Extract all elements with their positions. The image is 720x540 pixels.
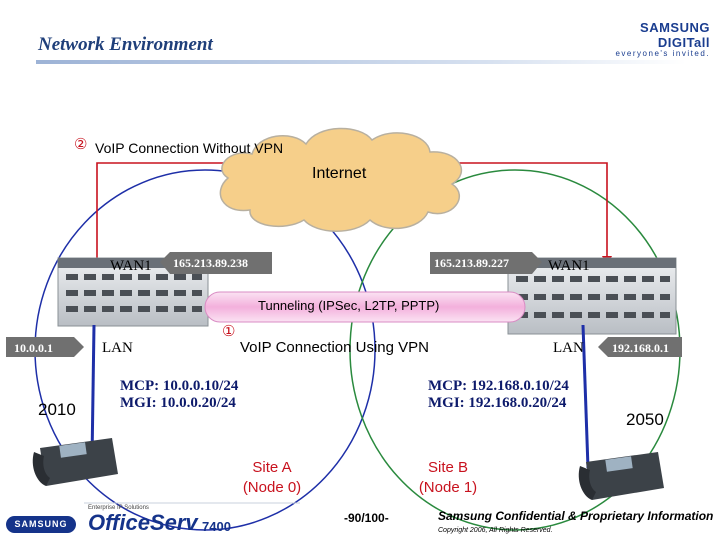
site-a-cable: [90, 324, 96, 461]
site-b-cable: [581, 324, 590, 469]
site-a-mcp: MCP: 10.0.0.10/24: [120, 378, 239, 394]
site-a-lan-ip: 10.0.0.1: [14, 341, 53, 355]
site-a-wan-ip-tag: [160, 252, 272, 274]
site-b-wan-label: WAN1: [548, 258, 590, 274]
product-tagline: Enterprise IP Solutions: [88, 505, 149, 511]
vpn-tunnel: [204, 291, 526, 323]
site-a-addresses: MCP: 10.0.0.10/24 MGI: 10.0.0.20/24: [120, 378, 238, 412]
site-a-lan-ip-tag: [6, 337, 84, 357]
page-number: -90/100-: [344, 511, 389, 525]
page-title: Network Environment: [38, 34, 213, 55]
site-b-addresses: MCP: 192.168.0.10/24 MGI: 192.168.0.20/2…: [428, 378, 569, 412]
site-b-name: Site B: [427, 459, 469, 476]
site-b-wan-ip: 165.213.89.227: [434, 256, 509, 270]
site-b-wan-ip-tag: [430, 252, 542, 274]
title-underline: [36, 60, 686, 64]
internet-label: Internet: [312, 165, 367, 182]
copyright: Copyright 2006, All Rights Reserved.: [438, 527, 553, 534]
product-name: OfficeServ: [88, 510, 198, 535]
vpn-off-marker: ②: [74, 136, 88, 153]
vpn-on-marker: ①: [222, 323, 236, 340]
vpn-on-label: VoIP Connection Using VPN: [240, 339, 430, 356]
site-a-extension: 2010: [38, 400, 76, 419]
site-a-wan-label: WAN1: [110, 258, 152, 274]
site-b-mgi: MGI: 192.168.0.20/24: [428, 395, 567, 411]
samsung-badge: SAMSUNG: [6, 516, 76, 533]
pbx-rack-icon: [507, 257, 677, 335]
ip-phone-icon: [578, 452, 664, 500]
site-a-mgi: MGI: 10.0.0.20/24: [120, 395, 236, 411]
internet-cloud-icon: [219, 127, 463, 232]
brand-name: SAMSUNG DIGITall: [640, 20, 710, 50]
confidential-notice: Samsung Confidential & Proprietary Infor…: [438, 509, 714, 523]
ip-phone-icon: [32, 438, 118, 486]
site-a-name: Site A: [252, 459, 292, 476]
site-a-caption: Site A (Node 0): [222, 458, 322, 498]
samsung-logo: SAMSUNG DIGITall everyone's invited.: [584, 20, 710, 58]
site-b-mcp: MCP: 192.168.0.10/24: [428, 378, 569, 394]
site-b-lan-label: LAN: [553, 340, 584, 356]
tunneling-label: Tunneling (IPSec, L2TP, PPTP): [258, 298, 440, 313]
product-model: 7400: [202, 519, 231, 534]
site-b-extension: 2050: [626, 410, 664, 429]
site-b-lan-ip: 192.168.0.1: [612, 341, 669, 355]
brand-tagline: everyone's invited.: [615, 49, 710, 58]
site-b-lan-ip-tag: [598, 337, 682, 357]
site-b-caption: Site B (Node 1): [398, 458, 498, 498]
site-a-node: (Node 0): [242, 479, 302, 496]
site-a-wan-ip: 165.213.89.238: [173, 256, 248, 270]
vpn-off-label: VoIP Connection Without VPN: [95, 140, 284, 156]
site-a-lan-label: LAN: [102, 340, 133, 356]
site-b-node: (Node 1): [418, 479, 478, 496]
